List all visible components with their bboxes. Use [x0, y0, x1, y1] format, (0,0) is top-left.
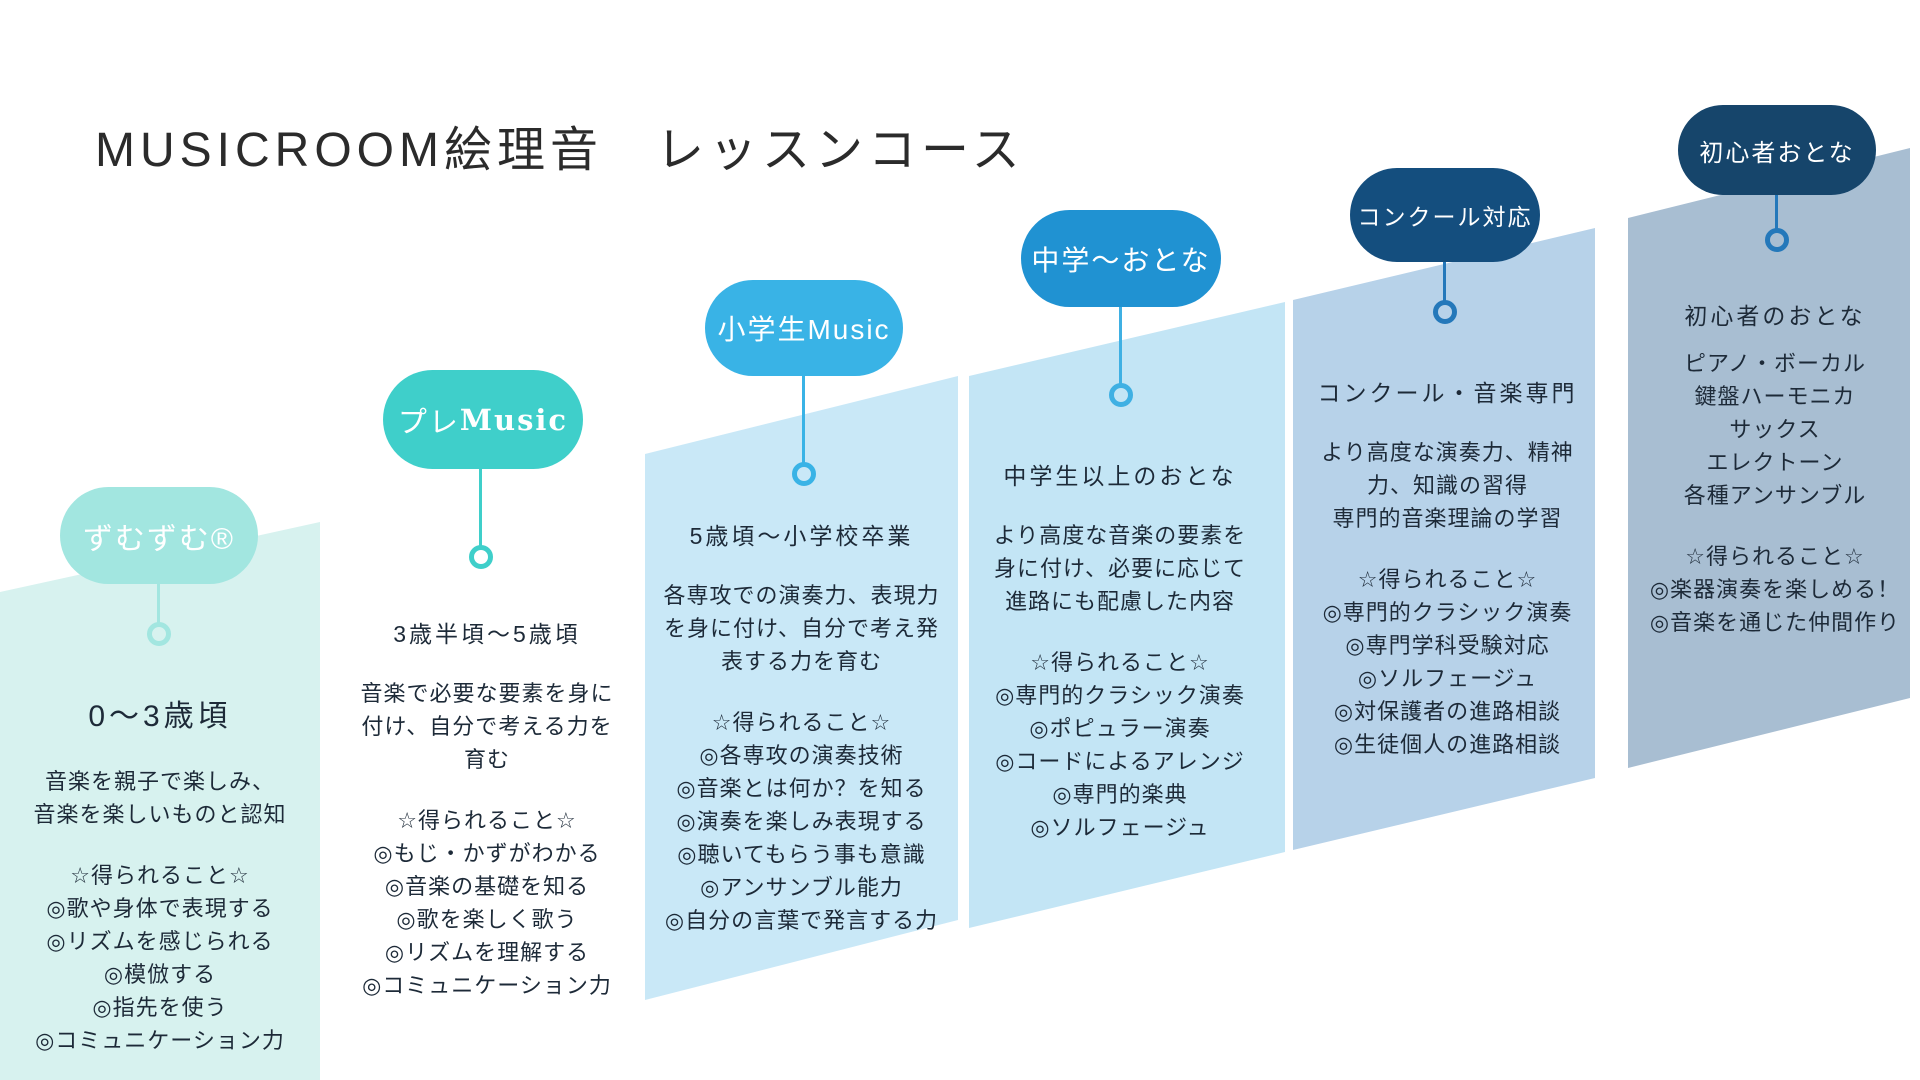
bullet-item: ◎リズムを理解する — [384, 940, 590, 965]
panel-beginner-adult — [1628, 148, 1910, 768]
course-content-beginner-adult: 初心者のおとな ピアノ・ボーカル 鍵盤ハーモニカ サックス エレクトーン 各種ア… — [1625, 300, 1920, 639]
bullet-item: ◎ソルフェージュ — [1030, 815, 1210, 840]
bullet-item: ◎専門的クラシック演奏 — [1322, 600, 1573, 625]
course-pill-beginner-adult: 初心者おとな — [1678, 105, 1876, 195]
course-pill-label: 中学～おとな — [1031, 244, 1211, 276]
gains-title: ☆得られること☆ — [1030, 650, 1210, 675]
gains-title: ☆得られること☆ — [1685, 544, 1865, 569]
gains-title: ☆得られること☆ — [1357, 567, 1538, 592]
course-desc-line: 音楽を親子で楽しみ、 — [44, 769, 275, 794]
course-content-chugaku-otona: 中学生以上のおとな より高度な音楽の要素を 身に付け、必要に応じて 進路にも配慮… — [965, 460, 1275, 844]
course-desc-line: より高度な演奏力、精神 — [1321, 440, 1574, 465]
stem-line-zumuzumu — [157, 582, 160, 624]
stem-line-pre-music — [479, 467, 482, 547]
stem-line-beginner-adult — [1775, 193, 1778, 230]
course-desc-line: 表する力を育む — [720, 649, 882, 674]
course-desc-line: 音楽で必要な要素を身に — [360, 681, 614, 706]
course-desc-line: を身に付け、自分で考え発 — [664, 616, 939, 641]
panel-concours — [1293, 228, 1595, 850]
bullet-item: ◎音楽の基礎を知る — [384, 874, 590, 899]
course-pill-label: 初心者おとな — [1699, 139, 1855, 167]
bullet-item: ◎コミュニケーション力 — [362, 973, 612, 998]
course-desc-line: 各種アンサンブル — [1683, 483, 1867, 508]
course-pill-label: コンクール対応 — [1357, 204, 1533, 230]
course-desc-line: ピアノ・ボーカル — [1683, 351, 1867, 376]
stem-line-shogakusei-music — [802, 374, 805, 464]
bullet-item: ◎専門学科受験対応 — [1345, 633, 1550, 658]
stem-line-concours — [1443, 260, 1446, 302]
course-content-concours: コンクール・音楽専門 より高度な演奏力、精神 力、知識の習得 専門的音楽理論の学… — [1290, 377, 1605, 761]
bullet-item: ◎専門的楽典 — [1052, 782, 1188, 807]
course-pill-shogakusei-music: 小学生Music — [705, 280, 903, 376]
bullet-item: ◎リズムを感じられる — [46, 929, 274, 954]
bullet-item: ◎自分の言葉で発言する力 — [664, 908, 939, 933]
bullet-item: ◎音楽とは何か？を知る — [676, 776, 927, 801]
course-pill-label: ずむずむ® — [82, 522, 236, 556]
gains-title: ☆得られること☆ — [70, 863, 250, 888]
course-desc-line: エレクトーン — [1706, 450, 1844, 475]
panel-chugaku-otona — [969, 302, 1285, 928]
bullet-item: ◎生徒個人の進路相談 — [1333, 732, 1562, 757]
bullet-item: ◎アンサンブル能力 — [700, 875, 903, 900]
bullet-item: ◎専門的クラシック演奏 — [995, 683, 1245, 708]
course-age-header: 初心者のおとな — [1684, 303, 1866, 329]
bullet-item: ◎音楽を通じた仲間作り — [1649, 610, 1901, 635]
bullet-item: ◎もじ・かずがわかる — [373, 841, 601, 866]
course-pill-zumuzumu: ずむずむ® — [60, 487, 258, 584]
course-pill-label: プレ — [397, 406, 460, 439]
course-pill-concours: コンクール対応 — [1350, 168, 1540, 262]
course-desc-line: 力、知識の習得 — [1366, 473, 1528, 498]
course-age-header: 0～3歳頃 — [88, 700, 232, 733]
course-pill-label: 小学生Music — [717, 314, 891, 345]
course-content-zumuzumu: 0～3歳頃 音楽を親子で楽しみ、 音楽を楽しいものと認知 ☆得られること☆ ◎歌… — [10, 695, 310, 1057]
bullet-item: ◎コードによるアレンジ — [995, 749, 1245, 774]
bullet-item: ◎各専攻の演奏技術 — [699, 743, 904, 768]
course-pill-chugaku-otona: 中学～おとな — [1021, 210, 1221, 307]
page-title: MUSICROOM絵理音 レッスンコース — [95, 124, 1025, 177]
stem-ring-chugaku-otona — [1109, 383, 1133, 407]
stem-ring-shogakusei-music — [792, 462, 816, 486]
stem-ring-beginner-adult — [1765, 228, 1789, 252]
bullet-item: ◎指先を使う — [92, 995, 228, 1020]
course-desc-line: 鍵盤ハーモニカ — [1694, 384, 1856, 409]
course-age-header: 3歳半頃～5歳頃 — [393, 621, 581, 647]
stem-ring-zumuzumu — [147, 622, 171, 646]
bullet-item: ◎歌や身体で表現する — [46, 896, 274, 921]
course-desc-line: 進路にも配慮した内容 — [1004, 589, 1235, 614]
course-desc-line: 付け、自分で考える力を — [361, 714, 613, 739]
bullet-item: ◎ポピュラー演奏 — [1029, 716, 1211, 741]
course-desc-line: 身に付け、必要に応じて — [994, 556, 1246, 581]
course-age-header: 5歳頃～小学校卒業 — [689, 523, 914, 549]
bullet-item: ◎ソルフェージュ — [1357, 666, 1538, 691]
bullet-item: ◎楽器演奏を楽しめる！ — [1649, 577, 1901, 602]
gains-title: ☆得られること☆ — [711, 710, 892, 735]
bullet-item: ◎聴いてもらう事も意識 — [677, 842, 926, 867]
bullet-item: ◎コミュニケーション力 — [35, 1028, 285, 1053]
course-desc-line: 各専攻での演奏力、表現力 — [663, 583, 940, 608]
bullet-item: ◎歌を楽しく歌う — [396, 907, 578, 932]
course-content-shogakusei-music: 5歳頃～小学校卒業 各専攻での演奏力、表現力 を身に付け、自分で考え発 表する力… — [645, 520, 958, 937]
course-pill-label-latin: Music — [459, 402, 569, 437]
course-content-pre-music: 3歳半頃～5歳頃 音楽で必要な要素を身に 付け、自分で考える力を 育む ☆得られ… — [337, 618, 637, 1002]
course-desc-line: 専門的音楽理論の学習 — [1332, 506, 1563, 531]
gains-title: ☆得られること☆ — [397, 808, 577, 833]
stem-ring-pre-music — [469, 545, 493, 569]
course-desc-line: 育む — [463, 747, 510, 772]
course-desc-line: より高度な音楽の要素を — [993, 523, 1247, 548]
course-desc-line: 音楽を楽しいものと認知 — [33, 802, 287, 827]
course-desc-line: サックス — [1729, 417, 1821, 442]
bullet-item: ◎演奏を楽しみ表現する — [676, 809, 927, 834]
panel-zumuzumu — [0, 522, 320, 1080]
course-age-header: 中学生以上のおとな — [1003, 463, 1237, 489]
bullet-item: ◎対保護者の進路相談 — [1333, 699, 1562, 724]
bullet-item: ◎模倣する — [103, 962, 217, 987]
stem-ring-concours — [1433, 300, 1457, 324]
course-age-header: コンクール・音楽専門 — [1317, 380, 1578, 406]
stem-line-chugaku-otona — [1119, 305, 1122, 385]
